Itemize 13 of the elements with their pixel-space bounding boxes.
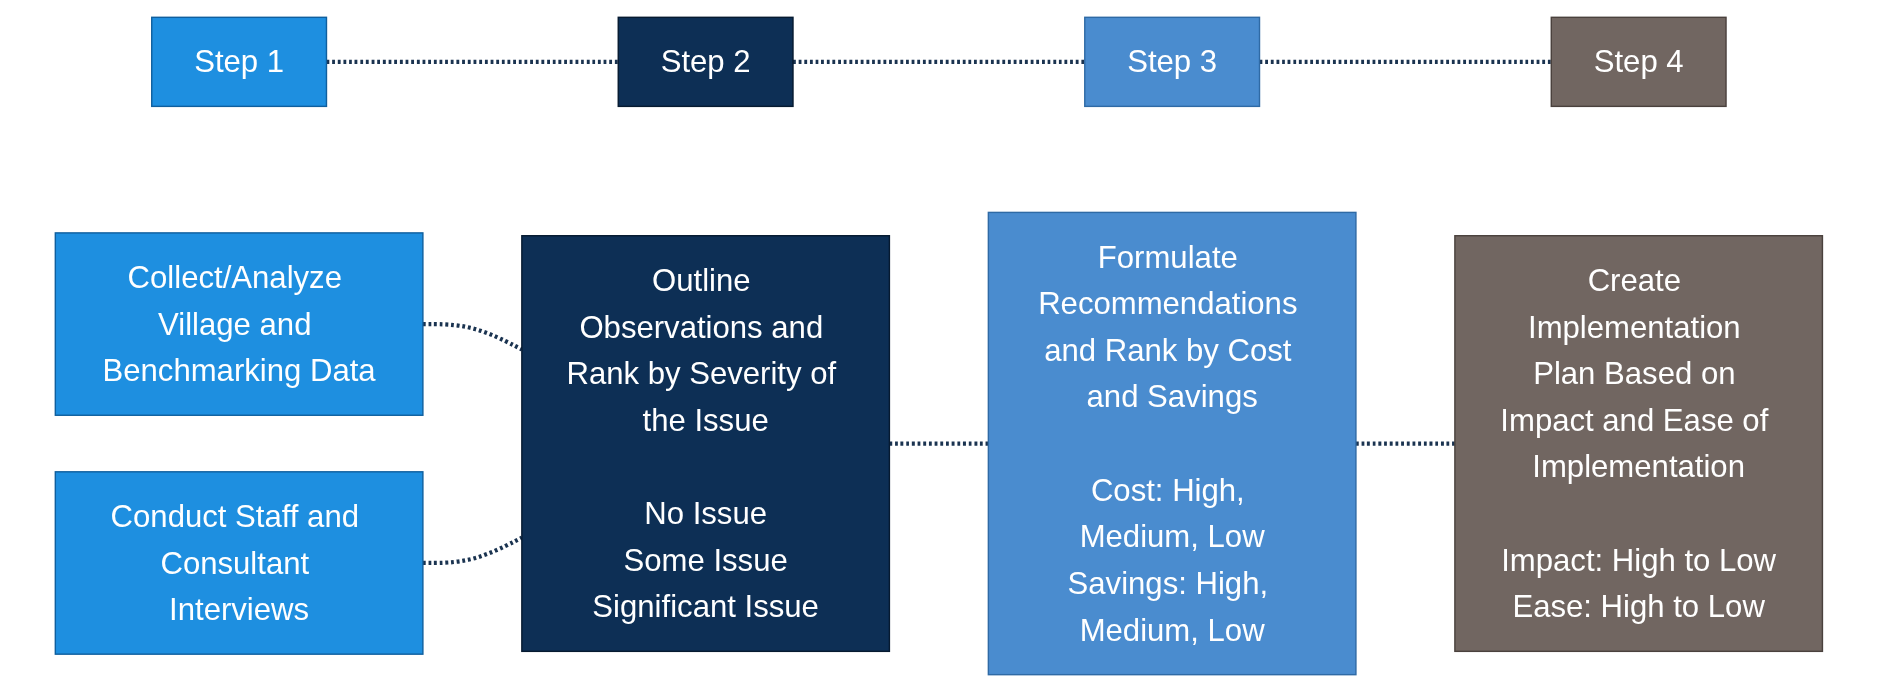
- connector: [1355, 441, 1455, 446]
- node-box: Step 2: [617, 16, 794, 108]
- connector: [326, 59, 618, 64]
- node-box: Formulate Recommendations and Rank by Cost and Savings Cost: High, Medium, Low Savings: High, Medium, Low: [987, 211, 1357, 676]
- connector: [1259, 59, 1551, 64]
- node-box: Step 3: [1083, 16, 1260, 108]
- node-box: Create Implementation Plan Based on Impact and Ease of Implementation Impact: High to Low Ease: High to Low: [1453, 235, 1823, 653]
- node-box: Conduct Staff and Consultant Interviews: [54, 471, 424, 655]
- node-box: Step 1: [150, 16, 327, 108]
- node-box: Outline Observations and Rank by Severity of the Issue No Issue Some Issue Significant Issue: [520, 235, 890, 653]
- node-box: Collect/Analyze Village and Benchmarking Data: [54, 232, 424, 416]
- node-box: Step 4: [1550, 16, 1727, 108]
- connector: [792, 59, 1085, 64]
